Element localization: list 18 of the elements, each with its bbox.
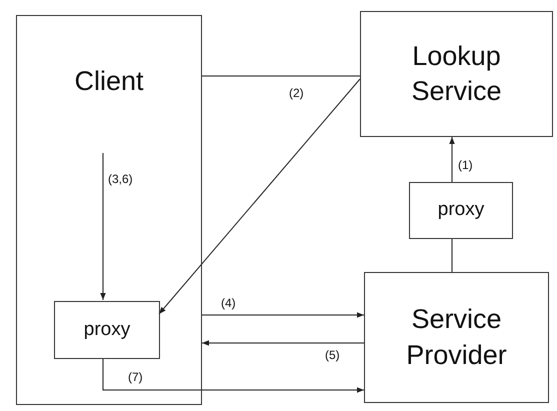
- process-box: Service Provider: [364, 272, 549, 403]
- arrow: [158, 78, 360, 314]
- edge-label: (3,6): [107, 172, 134, 186]
- process-box: Lookup Service: [360, 11, 553, 137]
- box-title: Client: [74, 66, 144, 97]
- arrow: [202, 340, 364, 346]
- edge-label: (5): [324, 348, 341, 362]
- edge-label: (7): [127, 370, 144, 384]
- arrow: [449, 136, 455, 182]
- arrow: [100, 152, 106, 300]
- edge-label: (1): [457, 158, 474, 172]
- arrow: [202, 312, 364, 318]
- edge-label: (4): [220, 296, 237, 310]
- edge-label: (2): [288, 86, 305, 100]
- container-box: [16, 15, 202, 405]
- arrow: [102, 358, 364, 393]
- process-box: proxy: [54, 301, 160, 359]
- process-box: proxy: [409, 182, 513, 239]
